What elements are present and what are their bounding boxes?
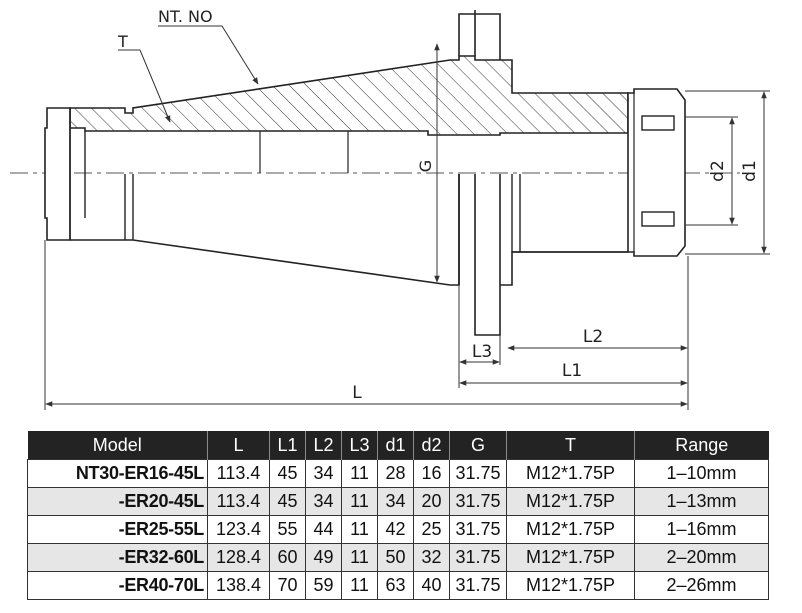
cell-d1: 28 (377, 459, 414, 488)
cell-model: -ER20-45L (27, 487, 208, 516)
table-row: -ER32-60L 128.4 60 49 11 50 32 31.75 M12… (27, 543, 769, 572)
flange-top (458, 13, 501, 60)
cell-t: M12*1.75P (506, 515, 635, 544)
cell-d2: 20 (413, 487, 450, 516)
cell-d2: 32 (413, 543, 450, 572)
cell-d2: 40 (413, 571, 450, 600)
cell-l: 113.4 (207, 487, 270, 516)
leader-t (118, 49, 171, 123)
knob-end (44, 107, 71, 241)
cell-l: 128.4 (207, 543, 270, 572)
label-d1: d1 (740, 160, 760, 182)
header-g: G (449, 431, 507, 460)
cell-l3: 11 (341, 515, 378, 544)
cell-l1: 60 (269, 543, 306, 572)
cell-g: 31.75 (449, 487, 507, 516)
cell-d1: 63 (377, 571, 414, 600)
header-model: Model (27, 431, 208, 460)
cell-l1: 70 (269, 571, 306, 600)
cell-model: -ER25-55L (27, 515, 208, 544)
cell-l3: 11 (341, 571, 378, 600)
cell-t: M12*1.75P (506, 571, 635, 600)
leader-nt-no (158, 25, 259, 85)
collet-nut (627, 88, 686, 257)
nut-slot-top (641, 115, 675, 131)
cell-range: 2–26mm (634, 571, 769, 600)
label-l2: L2 (583, 327, 603, 347)
label-d2: d2 (708, 160, 728, 182)
cell-g: 31.75 (449, 459, 507, 488)
cell-g: 31.75 (449, 571, 507, 600)
header-range: Range (634, 431, 769, 460)
cell-l2: 34 (305, 459, 342, 488)
cell-l: 113.4 (207, 459, 270, 488)
cell-model: NT30-ER16-45L (27, 459, 208, 488)
header-t: T (506, 431, 635, 460)
cell-range: 1–16mm (634, 515, 769, 544)
hatched-section (69, 55, 629, 136)
cell-t: M12*1.75P (506, 487, 635, 516)
table-row: -ER25-55L 123.4 55 44 11 42 25 31.75 M12… (27, 515, 769, 544)
header-l: L (207, 431, 270, 460)
cell-range: 1–10mm (634, 459, 769, 488)
cell-d1: 42 (377, 515, 414, 544)
nut-slot-bottom (641, 211, 675, 227)
cell-range: 2–20mm (634, 543, 769, 572)
cell-l3: 11 (341, 459, 378, 488)
cell-d1: 34 (377, 487, 414, 516)
cell-d2: 16 (413, 459, 450, 488)
label-g: G (416, 160, 435, 172)
header-d1: d1 (377, 431, 414, 460)
label-nt-no: NT. NO (158, 7, 213, 26)
header-d2: d2 (413, 431, 450, 460)
cell-model: -ER32-60L (27, 543, 208, 572)
tool-holder-drawing: G d2 d1 NT. NO T L2 L3 L1 L (10, 7, 770, 410)
table-row: NT30-ER16-45L 113.4 45 34 11 28 16 31.75… (27, 459, 769, 488)
cell-l: 138.4 (207, 571, 270, 600)
header-l3: L3 (341, 431, 378, 460)
cell-l1: 55 (269, 515, 306, 544)
cell-l3: 11 (341, 543, 378, 572)
cell-t: M12*1.75P (506, 459, 635, 488)
cell-t: M12*1.75P (506, 543, 635, 572)
header-l2: L2 (305, 431, 342, 460)
cell-l1: 45 (269, 487, 306, 516)
taper-lower (70, 174, 460, 286)
cell-d1: 50 (377, 543, 414, 572)
spec-table: Model L L1 L2 L3 d1 d2 G T Range NT30-ER… (27, 431, 769, 600)
cell-model: -ER40-70L (27, 571, 208, 600)
cell-g: 31.75 (449, 515, 507, 544)
flange-lower (458, 174, 628, 336)
cell-d2: 25 (413, 515, 450, 544)
label-t: T (117, 32, 128, 51)
label-l: L (352, 383, 362, 403)
header-l1: L1 (269, 431, 306, 460)
cell-l1: 45 (269, 459, 306, 488)
cell-l: 123.4 (207, 515, 270, 544)
cell-l2: 59 (305, 571, 342, 600)
cell-l2: 49 (305, 543, 342, 572)
table-header-row: Model L L1 L2 L3 d1 d2 G T Range (27, 431, 769, 460)
cell-g: 31.75 (449, 543, 507, 572)
cell-l2: 34 (305, 487, 342, 516)
table-row: -ER40-70L 138.4 70 59 11 63 40 31.75 M12… (27, 571, 769, 600)
label-l1: L1 (562, 361, 582, 381)
table-row: -ER20-45L 113.4 45 34 11 34 20 31.75 M12… (27, 487, 769, 516)
cell-l2: 44 (305, 515, 342, 544)
cell-l3: 11 (341, 487, 378, 516)
cell-range: 1–13mm (634, 487, 769, 516)
label-l3: L3 (472, 342, 492, 362)
